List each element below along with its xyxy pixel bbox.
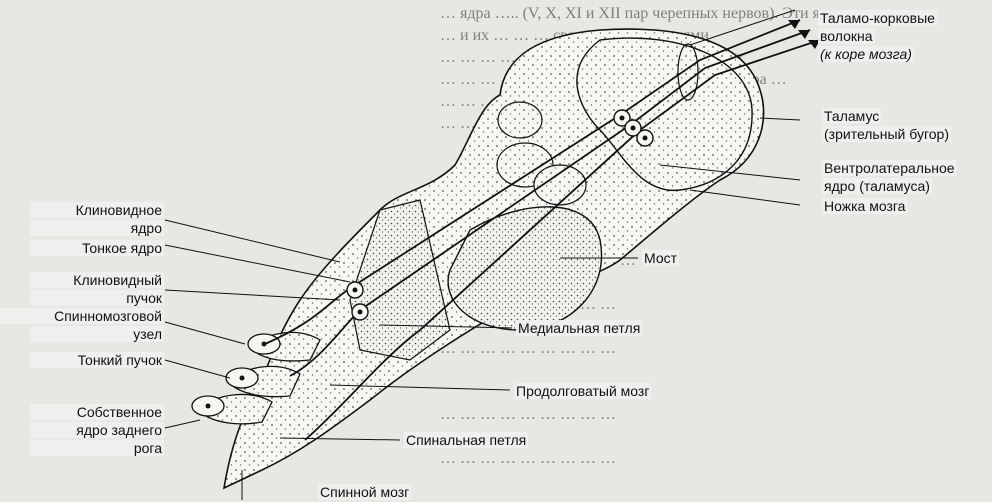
label-thalamocortical: Таламо-корковые	[818, 10, 937, 26]
label-cuneate-nucleus: Клиновидное	[30, 202, 164, 218]
label-ventrolateral-2: ядро (таламуса)	[822, 178, 932, 194]
label-cuneate-nucleus-2: ядро	[30, 220, 164, 236]
label-thalamus: Таламус	[822, 108, 881, 124]
label-medial-lemniscus: Медиальная петля	[516, 320, 642, 336]
label-cuneate-fasciculus-2: пучок	[30, 290, 164, 306]
label-gracile-nucleus: Тонкое ядро	[30, 240, 164, 256]
label-cerebral-peduncle: Ножка мозга	[822, 198, 907, 214]
label-cuneate-fasciculus: Клиновидный	[30, 272, 164, 288]
label-thalamocortical-2: волокна	[818, 28, 875, 44]
label-pons: Мост	[642, 250, 679, 266]
label-gracile-fasciculus: Тонкий пучок	[30, 352, 164, 368]
label-spinal-cord: Спинной мозг	[318, 484, 411, 500]
label-ventrolateral: Вентролатеральное	[822, 160, 957, 176]
label-dorsal-horn: Собственное	[30, 404, 164, 420]
label-medulla: Продолговатый мозг	[514, 383, 651, 399]
colliculus	[498, 102, 542, 138]
label-to-cortex: (к коре мозга)	[818, 46, 914, 62]
label-thalamus-2: (зрительный бугор)	[822, 126, 951, 142]
label-spinal-ganglion-2: узел	[30, 326, 164, 342]
label-dorsal-horn-3: рога	[30, 440, 164, 456]
label-spinal-ganglion: Спинномозговой	[0, 308, 164, 324]
label-spinal-lemniscus: Спинальная петля	[404, 432, 528, 448]
label-dorsal-horn-2: ядро заднего	[30, 422, 164, 438]
